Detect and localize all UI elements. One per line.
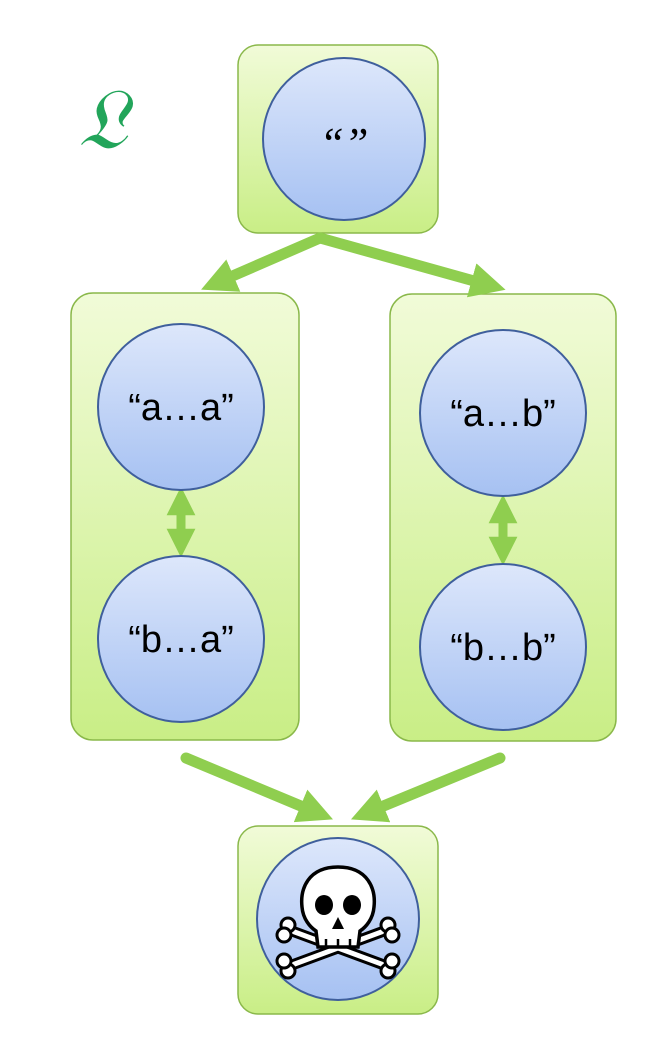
arrow-start-to-left-group [201, 232, 326, 292]
language-symbol: 𝔏 [78, 70, 135, 168]
node-ba-label: “b…a” [128, 619, 234, 661]
node-bb-label: “b…b” [450, 627, 556, 669]
node-ab-label: “a…b” [450, 393, 556, 435]
arrow-left-group-to-dead [180, 752, 333, 823]
arrow-start-to-right-group [314, 232, 506, 298]
skull-crossbones-icon [275, 865, 401, 980]
node-aa-label: “a…a” [128, 387, 234, 429]
node-start-label: “” [320, 119, 369, 168]
node-ba: “b…a” [97, 555, 265, 723]
node-bb: “b…b” [419, 563, 587, 731]
node-aa: “a…a” [97, 323, 265, 491]
arrow-right-group-to-dead [350, 752, 506, 823]
node-ab: “a…b” [419, 329, 587, 497]
node-dead [256, 837, 420, 1001]
node-start: “” [262, 57, 426, 221]
